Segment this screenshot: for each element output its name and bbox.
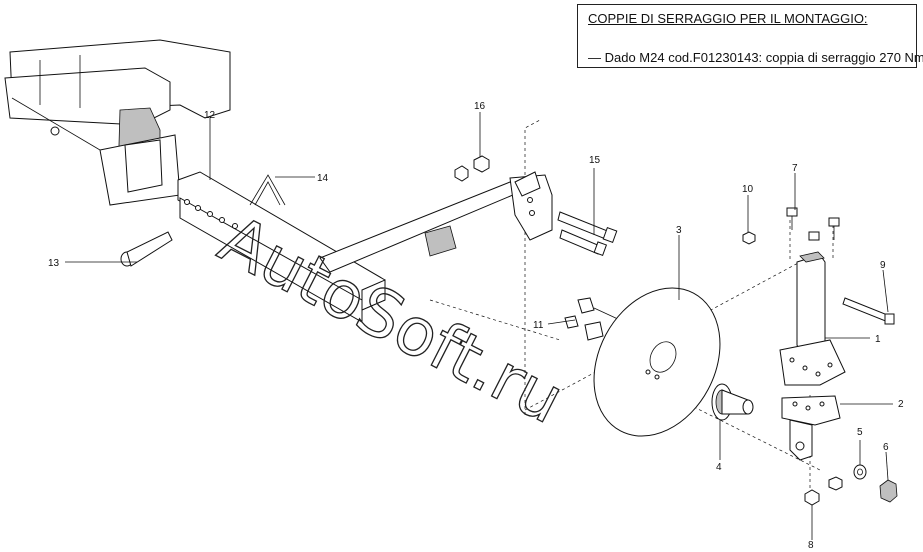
callout-15: 15 bbox=[589, 155, 601, 166]
callout-16: 16 bbox=[474, 101, 486, 112]
nut-10 bbox=[742, 231, 756, 245]
callout-13: 13 bbox=[48, 258, 60, 269]
hub-bracket bbox=[781, 395, 841, 461]
callout-11: 11 bbox=[533, 320, 544, 331]
torque-notes-box: COPPIE DI SERRAGGIO PER IL MONTAGGIO: — … bbox=[577, 4, 923, 68]
harrow-disc bbox=[593, 287, 721, 437]
callout-numbers: 1 2 3 4 5 6 7 8 9 10 11 12 13 14 15 16 bbox=[48, 101, 904, 551]
leader-lines bbox=[65, 112, 893, 540]
standard-tube bbox=[779, 251, 846, 386]
bolts-15 bbox=[557, 211, 618, 256]
callout-6: 6 bbox=[883, 442, 889, 453]
main-beam bbox=[177, 171, 386, 323]
callout-12: 12 bbox=[204, 110, 216, 121]
hitch-frame bbox=[4, 39, 231, 206]
disc-hub bbox=[711, 383, 754, 421]
lift-bracket bbox=[249, 174, 286, 206]
hitch-pin bbox=[120, 231, 173, 267]
callout-4: 4 bbox=[716, 462, 722, 473]
callout-10: 10 bbox=[742, 184, 754, 195]
notes-title: COPPIE DI SERRAGGIO PER IL MONTAGGIO: bbox=[588, 11, 868, 26]
callout-8: 8 bbox=[808, 540, 814, 551]
bolts-7-9 bbox=[786, 207, 895, 325]
disc-arm bbox=[319, 171, 553, 273]
callout-7: 7 bbox=[792, 163, 798, 174]
washer-5-nut-6-8 bbox=[804, 464, 898, 506]
callout-5: 5 bbox=[857, 427, 863, 438]
callout-3: 3 bbox=[676, 225, 682, 236]
fasteners-11 bbox=[564, 297, 621, 341]
notes-torque-line: — Dado M24 cod.F01230143: coppia di serr… bbox=[588, 50, 923, 65]
callout-14: 14 bbox=[317, 173, 329, 184]
callout-1: 1 bbox=[875, 334, 881, 345]
nut-16 bbox=[454, 155, 490, 182]
callout-2: 2 bbox=[898, 399, 904, 410]
callout-9: 9 bbox=[880, 260, 886, 271]
